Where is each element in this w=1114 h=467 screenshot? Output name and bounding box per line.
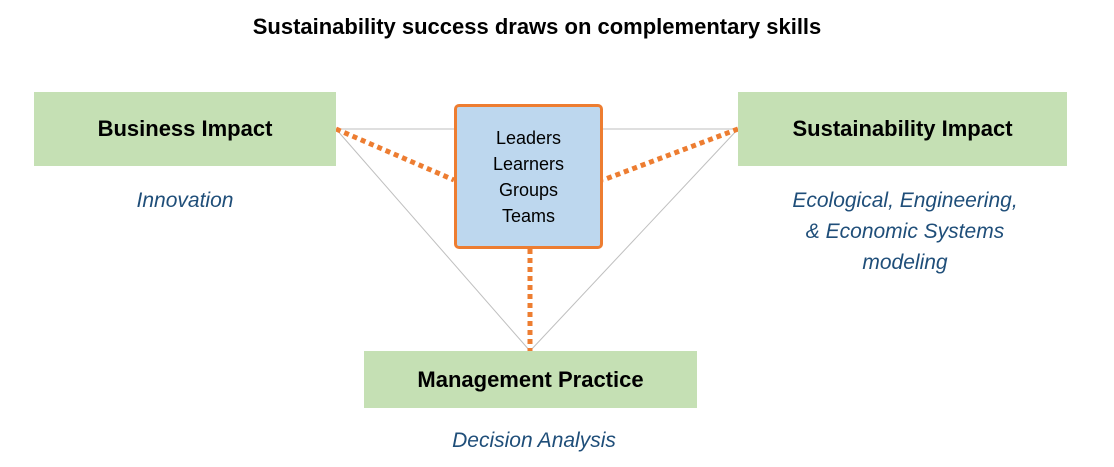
center-line-groups: Groups: [498, 179, 559, 200]
triangle-edge-left: [335, 128, 531, 352]
sustainability-subtitle-line-2: & Economic Systems: [805, 220, 1005, 243]
diagram-title: Sustainability success draws on compleme…: [252, 14, 822, 39]
management-subtitle: Decision Analysis: [452, 429, 616, 452]
business-subtitle: Innovation: [136, 189, 234, 212]
center-line-leaders: Leaders: [495, 127, 562, 148]
center-box: Leaders Learners Groups Teams: [454, 104, 603, 249]
sustainability-impact-box: Sustainability Impact: [738, 92, 1067, 166]
sustainability-subtitle-line-3: modeling: [862, 251, 948, 274]
management-practice-box: Management Practice: [364, 351, 697, 408]
dotted-link-sustainability: [602, 126, 739, 183]
business-impact-label: Business Impact: [97, 116, 273, 141]
management-practice-label: Management Practice: [417, 366, 644, 392]
sustainability-subtitle: Ecological, Engineering, & Economic Syst…: [755, 185, 1055, 278]
dotted-link-business: [335, 126, 455, 183]
center-line-teams: Teams: [501, 205, 555, 226]
sustainability-subtitle-line-1: Ecological, Engineering,: [792, 189, 1018, 212]
center-line-learners: Learners: [492, 153, 565, 174]
sustainability-impact-label: Sustainability Impact: [792, 116, 1013, 141]
triangle-edge-right: [529, 128, 739, 352]
business-impact-box: Business Impact: [34, 92, 336, 166]
